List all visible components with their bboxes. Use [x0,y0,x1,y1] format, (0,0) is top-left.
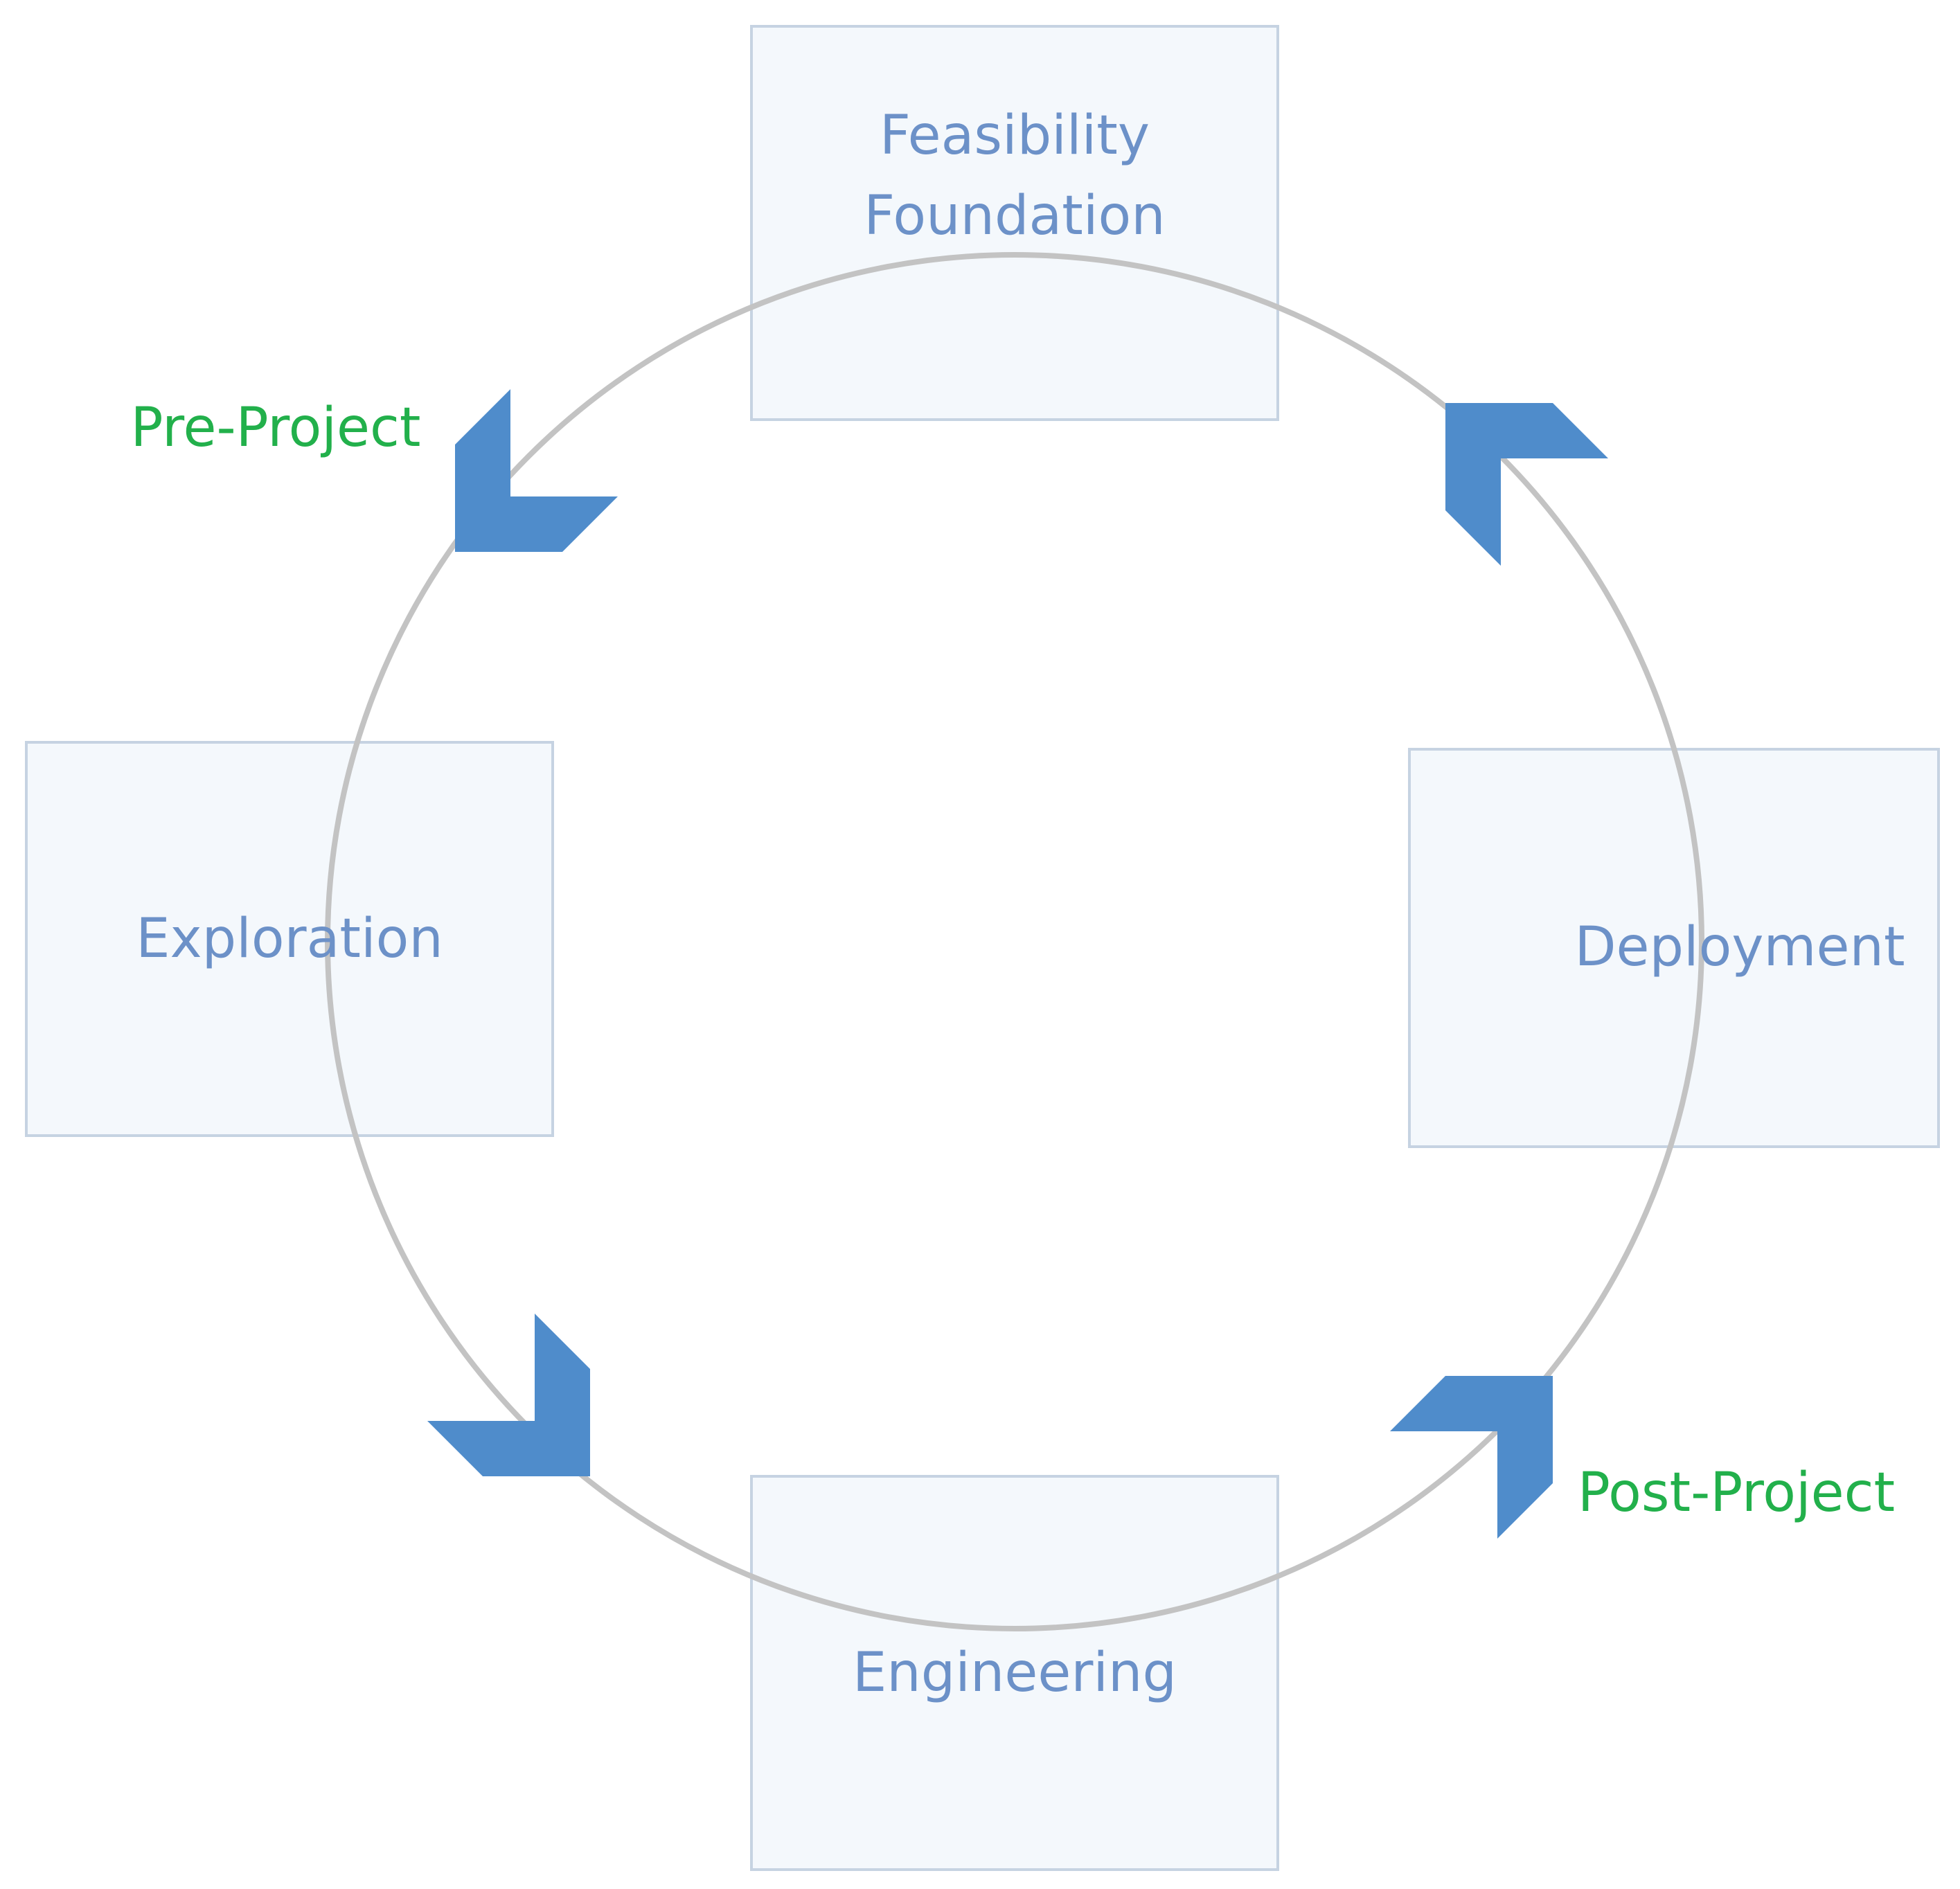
phase-label-engineering: Engineering [853,1642,1177,1704]
phase-box-exploration [25,741,554,1137]
chevron-arrow-bottom-right-icon [1390,1376,1553,1539]
phase-label-feasibility: Feasibility [880,105,1150,167]
phase-label-exploration: Exploration [136,908,443,970]
chevron-arrow-top-left-icon [455,389,618,552]
phase-label-foundation: Foundation [864,185,1165,247]
chevron-arrow-bottom-left-icon [427,1314,590,1476]
phase-box-engineering [750,1475,1279,1871]
phase-label-deployment: Deployment [1574,916,1905,978]
phase-box-feasibility-foundation [750,25,1279,421]
stage-label-post-project: Post-Project [1578,1462,1895,1524]
cycle-ring [325,252,1704,1631]
stage-label-pre-project: Pre-Project [130,397,420,459]
chevron-arrow-top-right-icon [1445,403,1608,566]
